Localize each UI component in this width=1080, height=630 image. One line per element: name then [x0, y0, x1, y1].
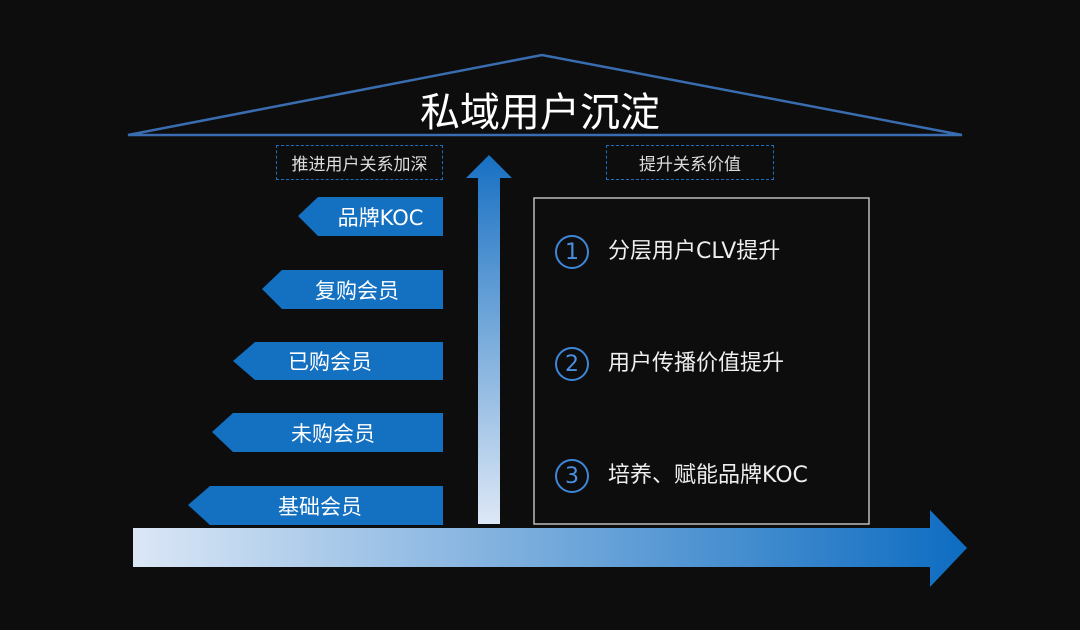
horizontal-arrow [133, 510, 967, 587]
number-circle-1: 1 [555, 235, 589, 269]
level-tag-basic: 基础会员 [278, 494, 362, 519]
level-tag-shape-3 [212, 413, 443, 452]
level-tag-unpurchased: 未购会员 [291, 421, 375, 446]
value-item-2: 用户传播价值提升 [608, 351, 785, 376]
right-label: 提升关系价值 [606, 145, 774, 180]
number-circle-2: 2 [555, 347, 589, 381]
level-tag-repeat: 复购会员 [315, 278, 399, 303]
value-item-1: 分层用户CLV提升 [608, 239, 781, 264]
level-tag-shape-1 [262, 270, 443, 309]
page-title: 私域用户沉淀 [420, 90, 660, 136]
level-tag-koc: 品牌KOC [337, 205, 424, 230]
level-tag-shape-0 [298, 197, 443, 236]
level-tag-purchased: 已购会员 [288, 350, 372, 374]
number-circle-3: 3 [555, 459, 589, 493]
roof [127, 53, 963, 137]
vertical-arrow [466, 155, 512, 524]
value-box [533, 197, 870, 525]
level-tag-shape-2 [233, 342, 443, 380]
value-item-3: 培养、赋能品牌KOC [608, 463, 808, 488]
left-label: 推进用户关系加深 [276, 145, 443, 180]
level-tag-shape-4 [188, 486, 443, 525]
